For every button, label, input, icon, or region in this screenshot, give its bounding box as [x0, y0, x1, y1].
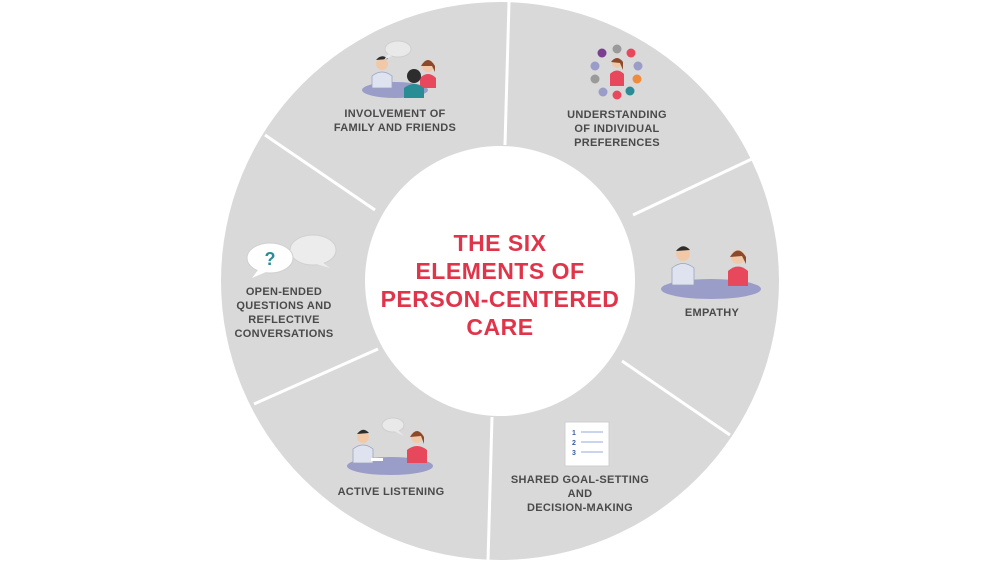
listening-conversation-icon: [347, 417, 433, 475]
segment-label-empathy: EMPATHY: [684, 307, 740, 319]
center-title: THE SIX ELEMENTS OF PERSON-CENTERED CARE: [380, 230, 620, 340]
list-number: 1: [572, 430, 576, 437]
speech-bubbles-icon: ?: [246, 234, 337, 278]
empathy-table-icon: [661, 246, 761, 299]
segment-label-shared-goal-setting: SHARED GOAL-SETTING AND DECISION-MAKING: [510, 474, 650, 514]
segment-label-family-involvement: INVOLVEMENT OF FAMILY AND FRIENDS: [333, 108, 457, 134]
segment-label-individual-preferences: UNDERSTANDING OF INDIVIDUAL PREFERENCES: [567, 109, 667, 149]
list-number: 2: [572, 440, 576, 447]
segment-dividers: [253, 1, 757, 562]
family-meeting-icon: [362, 40, 436, 98]
segment-label-active-listening: ACTIVE LISTENING: [337, 486, 445, 498]
segment-label-open-ended-questions: OPEN-ENDED QUESTIONS AND REFLECTIVE CONV…: [234, 286, 334, 340]
center-circle: [365, 146, 635, 416]
list-number: 3: [572, 450, 576, 457]
checklist-icon: 1 2 3: [564, 421, 610, 467]
preferences-circle-icon: [590, 44, 643, 100]
question-mark: ?: [265, 249, 276, 269]
